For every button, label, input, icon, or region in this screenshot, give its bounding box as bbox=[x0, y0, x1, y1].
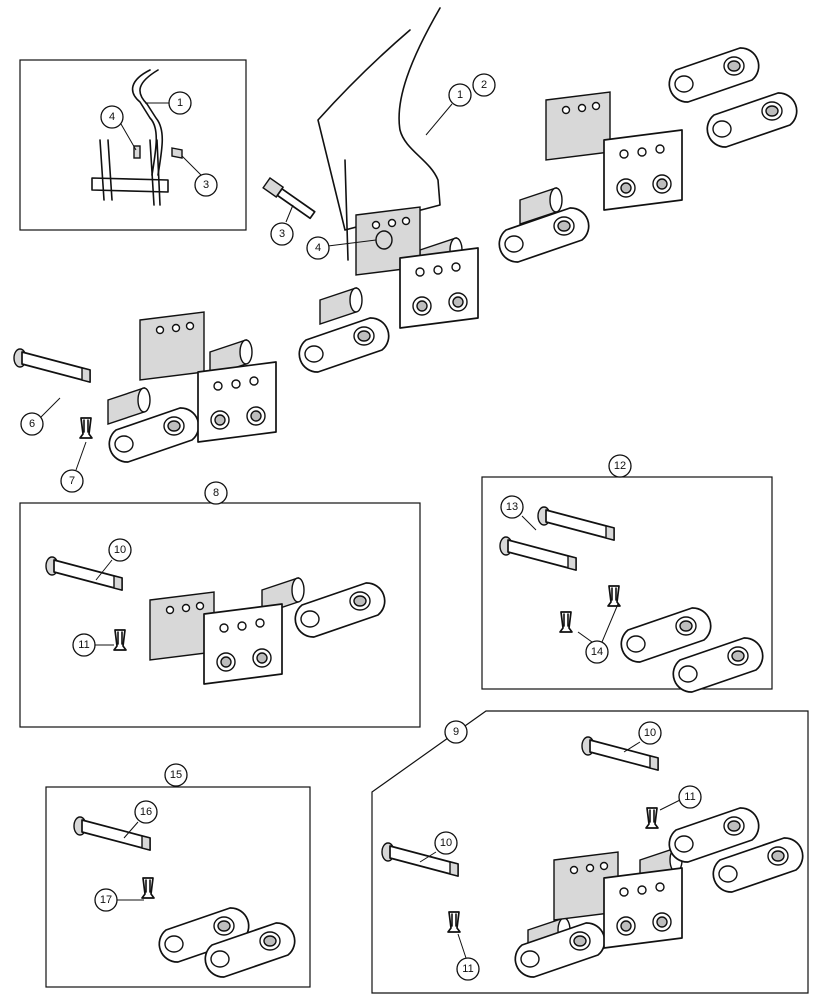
svg-text:11: 11 bbox=[462, 963, 473, 975]
group-8-title: 8 bbox=[204, 481, 228, 505]
svg-text:11: 11 bbox=[684, 791, 695, 803]
svg-text:9: 9 bbox=[453, 726, 459, 738]
svg-text:7: 7 bbox=[69, 475, 75, 487]
main-callout-7: 7 bbox=[60, 441, 87, 493]
main-chain-drawing bbox=[13, 7, 798, 463]
svg-text:16: 16 bbox=[140, 806, 152, 818]
svg-text:6: 6 bbox=[29, 418, 35, 430]
group-15-title: 15 bbox=[164, 763, 188, 787]
group-15-callout-17: 17 bbox=[94, 888, 144, 912]
svg-text:2: 2 bbox=[481, 79, 487, 91]
main-callout-1: 1 bbox=[425, 83, 472, 136]
svg-text:15: 15 bbox=[170, 769, 182, 781]
main-callout-2: 2 bbox=[472, 73, 496, 97]
group-9-callout-10-upper: 10 bbox=[623, 721, 662, 753]
group-8-callout-11: 11 bbox=[72, 633, 114, 657]
group-9-callout-11-lower: 11 bbox=[456, 933, 480, 981]
group-8-drawing bbox=[45, 556, 386, 685]
main-callout-4: 4 bbox=[306, 236, 377, 260]
group-12-callout-13: 13 bbox=[500, 495, 537, 531]
group-9-drawing bbox=[381, 736, 804, 978]
group-12-title: 12 bbox=[608, 454, 632, 478]
svg-text:10: 10 bbox=[114, 544, 126, 556]
svg-text:8: 8 bbox=[213, 487, 219, 499]
svg-text:1: 1 bbox=[177, 97, 183, 109]
svg-text:17: 17 bbox=[100, 894, 112, 906]
group-9-frame bbox=[371, 710, 809, 994]
svg-text:3: 3 bbox=[203, 179, 209, 191]
main-callout-3: 3 bbox=[270, 204, 294, 246]
inset-callout-4: 4 bbox=[100, 105, 137, 151]
group-12-frame bbox=[481, 476, 773, 690]
svg-text:12: 12 bbox=[614, 460, 626, 472]
group-9-callout-11-upper: 11 bbox=[659, 785, 702, 811]
main-callout-6: 6 bbox=[20, 397, 61, 436]
svg-text:11: 11 bbox=[78, 639, 89, 651]
group-9-title: 9 bbox=[444, 720, 468, 744]
inset-callout-1: 1 bbox=[145, 91, 192, 115]
group-15-callout-16: 16 bbox=[123, 800, 158, 839]
group-12-drawing bbox=[499, 506, 764, 693]
group-12-callout-14: 14 bbox=[577, 603, 619, 664]
svg-text:14: 14 bbox=[591, 646, 603, 658]
group-8-callout-10: 10 bbox=[95, 538, 132, 581]
group-15-frame bbox=[45, 786, 311, 988]
svg-text:10: 10 bbox=[644, 727, 656, 739]
svg-text:10: 10 bbox=[440, 837, 452, 849]
svg-text:13: 13 bbox=[506, 501, 518, 513]
inset-drawing bbox=[91, 69, 183, 206]
svg-text:4: 4 bbox=[315, 242, 321, 254]
group-9-callout-10-lower: 10 bbox=[419, 831, 458, 863]
svg-text:4: 4 bbox=[109, 111, 115, 123]
svg-text:3: 3 bbox=[279, 228, 285, 240]
svg-text:1: 1 bbox=[457, 89, 463, 101]
inset-callout-3: 3 bbox=[181, 155, 218, 197]
inset-frame bbox=[19, 59, 247, 231]
